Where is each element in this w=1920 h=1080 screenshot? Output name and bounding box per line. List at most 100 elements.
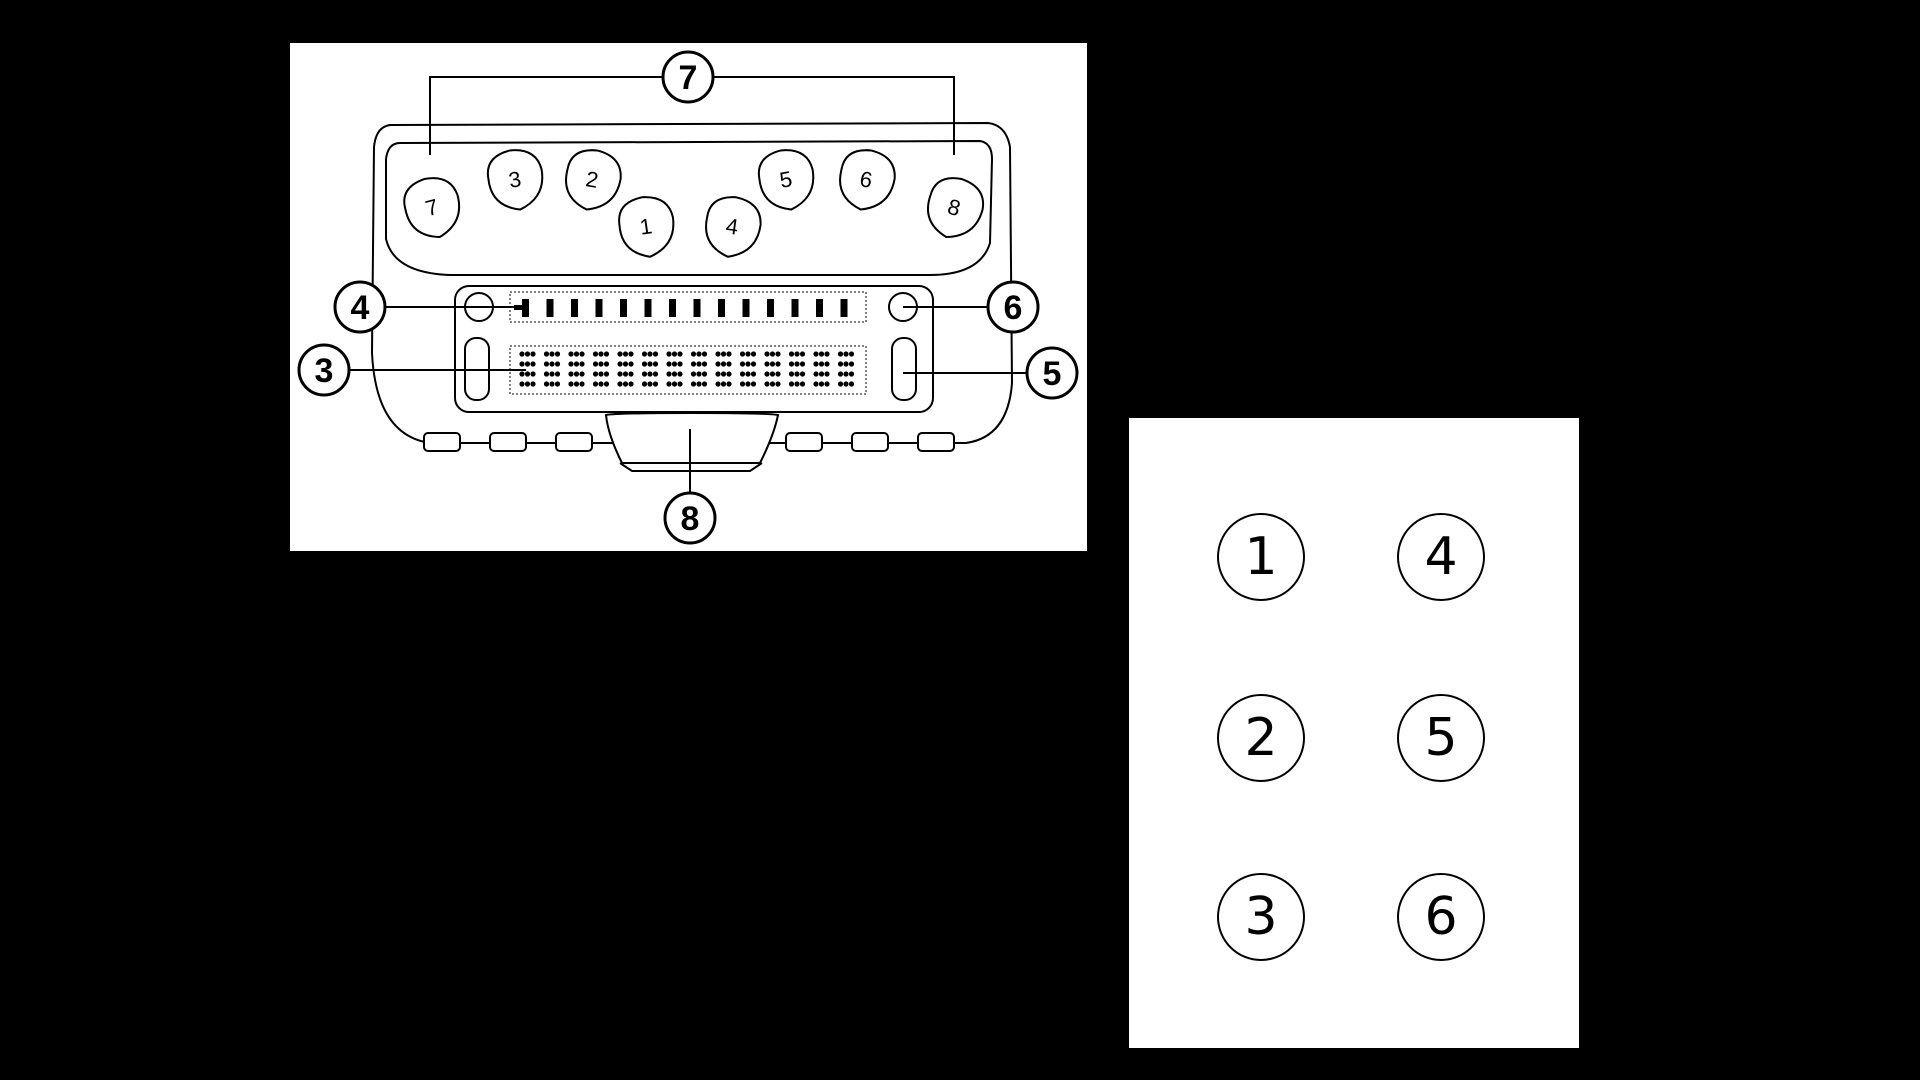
key-6: 6	[839, 149, 896, 211]
thumb-bar	[604, 411, 780, 464]
bottom-function-keys	[423, 432, 955, 452]
braille-pin	[641, 361, 648, 367]
braille-pin	[690, 361, 697, 367]
right-rocker-bar	[891, 337, 917, 401]
braille-pin	[592, 371, 599, 377]
callout-7-circle	[661, 50, 715, 104]
braille-pin	[720, 381, 727, 387]
callout-6: 6	[986, 280, 1040, 334]
braille-pin	[696, 361, 702, 367]
braille-pin	[837, 371, 844, 377]
dot-1-label: 1	[1217, 513, 1305, 601]
braille-pin	[739, 381, 746, 387]
callout-8-label: 8	[681, 500, 700, 538]
status-cell	[546, 299, 554, 317]
braille-pin	[622, 371, 629, 377]
braille-pin	[715, 351, 721, 357]
braille-pin	[617, 361, 623, 367]
braille-pin	[739, 351, 746, 357]
braille-pin	[750, 371, 757, 377]
braille-pin	[592, 351, 599, 357]
braille-pin	[745, 351, 751, 357]
braille-pin	[579, 371, 585, 377]
braille-pin	[666, 351, 672, 357]
key-3-label: 3	[507, 166, 523, 193]
braille-pin	[598, 351, 604, 357]
braille-pin	[837, 361, 844, 367]
braille-pin	[696, 381, 702, 387]
braille-pin	[617, 381, 623, 387]
callout-5-label: 5	[1043, 355, 1062, 393]
key-3-outline	[486, 149, 544, 211]
callout-3-circle	[297, 343, 351, 397]
braille-cell	[715, 351, 732, 387]
braille-pin	[671, 371, 678, 377]
key-6-label: 6	[858, 166, 874, 193]
braille-pin	[641, 381, 648, 387]
callout-7-bracket	[429, 76, 955, 155]
braille-pin	[818, 371, 825, 377]
braille-pin	[701, 351, 708, 357]
braille-pin	[641, 351, 648, 357]
status-cell	[693, 299, 701, 317]
braille-pin	[794, 361, 800, 367]
callout-6-circle	[986, 280, 1040, 334]
key-1: 1	[618, 196, 675, 258]
key-2-label: 2	[584, 166, 600, 193]
braille-pin	[788, 381, 795, 387]
braille-pin	[750, 351, 757, 357]
braille-pin	[617, 371, 623, 377]
braille-pin	[598, 361, 604, 367]
key-2-outline	[565, 149, 622, 211]
braille-pin	[524, 361, 531, 367]
braille-pin	[813, 361, 819, 367]
braille-pin	[519, 361, 525, 367]
braille-pin	[824, 371, 830, 377]
status-cell	[791, 299, 799, 317]
braille-pin	[579, 381, 585, 387]
braille-pin	[843, 351, 849, 357]
status-cells	[514, 299, 848, 317]
braille-pin	[652, 361, 659, 367]
braille-pin	[628, 371, 634, 377]
braille-pin	[720, 361, 727, 367]
braille-pin	[573, 361, 580, 367]
braille-cell-area	[509, 345, 867, 395]
braille-pin	[824, 361, 830, 367]
braille-cell	[764, 351, 781, 387]
braille-pin	[745, 361, 751, 367]
callout-5: 5	[1025, 346, 1079, 400]
braille-cell	[666, 351, 683, 387]
braille-pin	[598, 381, 604, 387]
braille-pin	[701, 381, 708, 387]
status-cell	[840, 299, 848, 317]
braille-pin	[720, 371, 727, 377]
braille-pin	[750, 381, 757, 387]
braille-pin	[690, 381, 697, 387]
braille-pin	[666, 371, 672, 377]
braille-pin	[775, 371, 781, 377]
braille-pin	[628, 361, 634, 367]
braille-pin	[543, 351, 550, 357]
braille-pin	[726, 381, 732, 387]
status-cell	[816, 299, 823, 317]
function-key	[917, 432, 955, 452]
braille-pin	[775, 381, 781, 387]
braille-pin	[579, 351, 585, 357]
braille-pin	[579, 361, 585, 367]
braille-pin	[568, 361, 574, 367]
braille-pin	[671, 361, 678, 367]
braille-pin	[696, 351, 702, 357]
status-cell	[669, 299, 676, 317]
function-key	[489, 432, 527, 452]
braille-pin	[813, 351, 819, 357]
status-cell	[718, 299, 725, 317]
braille-pin	[622, 381, 629, 387]
braille-cell	[617, 351, 634, 387]
braille-pin	[764, 351, 770, 357]
status-area	[509, 291, 867, 323]
braille-pin	[677, 351, 683, 357]
braille-pin	[543, 371, 550, 377]
braille-pin	[745, 381, 751, 387]
